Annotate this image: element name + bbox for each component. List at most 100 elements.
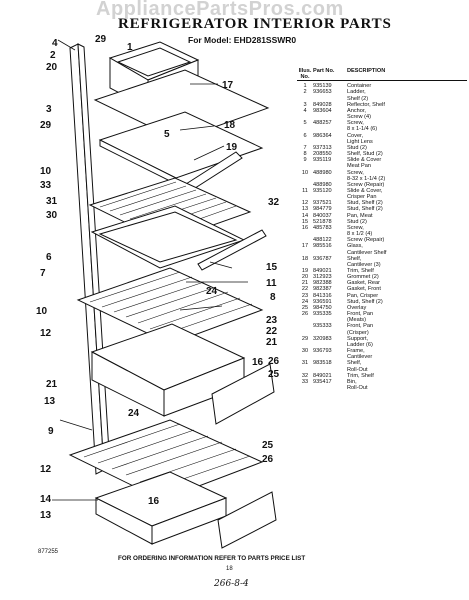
illus-number: 22 bbox=[301, 286, 309, 293]
callout-6: 6 bbox=[46, 252, 52, 263]
callout-25: 25 bbox=[262, 440, 274, 451]
parts-list-header: Illus. No. Part No. DESCRIPTION bbox=[297, 68, 467, 82]
illus-number: 33 bbox=[301, 378, 309, 385]
parts-list-row: 8 x 1-1/4 (6) bbox=[297, 126, 467, 132]
part-description: Screw, bbox=[347, 169, 364, 176]
cantilever-shelf-drawing bbox=[98, 111, 264, 185]
parts-list-row: Light Lens bbox=[297, 139, 467, 145]
part-description: Support, bbox=[347, 335, 369, 342]
part-description: Gasket, Front bbox=[347, 286, 381, 293]
part-description: Gasket, Rear bbox=[347, 280, 380, 287]
callout-26: 26 bbox=[262, 454, 274, 465]
callout-7: 7 bbox=[40, 268, 46, 279]
callout-4: 4 bbox=[52, 38, 58, 49]
illus-number: 6 bbox=[303, 132, 307, 139]
illus-number: 31 bbox=[301, 360, 309, 367]
part-description: Shelf, bbox=[347, 360, 362, 367]
part-description: Cover, bbox=[347, 132, 364, 139]
part-number: 488980 bbox=[313, 169, 332, 176]
callout-24: 24 bbox=[206, 286, 218, 297]
illus-number bbox=[297, 385, 313, 391]
part-description: Ladder, bbox=[347, 89, 366, 96]
part-description: Screw, bbox=[347, 120, 364, 127]
part-number: 936793 bbox=[313, 348, 332, 355]
part-number: 986364 bbox=[313, 132, 332, 139]
part-description: Screw, bbox=[347, 224, 364, 231]
part-description: Stud (2) bbox=[347, 218, 367, 225]
parts-list-row: 8-32 x 1-1/4 (2) bbox=[297, 176, 467, 182]
illus-number: 7 bbox=[303, 144, 307, 151]
illus-number: 14 bbox=[301, 212, 309, 219]
part-number: 485783 bbox=[313, 224, 332, 231]
parts-list-row: 10 488980 Screw, bbox=[297, 170, 467, 176]
illus-number: 12 bbox=[301, 200, 309, 207]
part-description: (Meats) bbox=[347, 317, 366, 324]
part-description: Trim, Shelf bbox=[347, 372, 374, 379]
illus-number: 1 bbox=[303, 83, 307, 90]
parts-list-row: 20 312923 Grommet (2) bbox=[297, 274, 467, 280]
part-description: Grommet (2) bbox=[347, 274, 379, 281]
parts-list-row: 6 986364 Cover, bbox=[297, 133, 467, 139]
part-number: 985516 bbox=[313, 243, 332, 250]
crisper-pan-front-drawing bbox=[211, 363, 275, 425]
part-number: 312923 bbox=[313, 274, 332, 281]
parts-list-row: (Meats) bbox=[297, 317, 467, 323]
illus-number: 20 bbox=[301, 274, 309, 281]
part-description: Glass, bbox=[347, 243, 363, 250]
part-number: 208550 bbox=[313, 151, 332, 158]
part-number: 984750 bbox=[313, 304, 332, 311]
part-description: Cantilever bbox=[347, 354, 373, 361]
part-number: 936787 bbox=[313, 255, 332, 262]
part-number: 937313 bbox=[313, 144, 332, 151]
callout-19: 19 bbox=[226, 142, 238, 153]
parts-list-row: Ladder (6) bbox=[297, 342, 467, 348]
parts-list-row: Roll-Out bbox=[297, 385, 467, 391]
callout-33: 33 bbox=[40, 180, 52, 191]
part-number: 849021 bbox=[313, 372, 332, 379]
ordering-note: FOR ORDERING INFORMATION REFER TO PARTS … bbox=[118, 555, 306, 562]
callout-3: 3 bbox=[46, 104, 52, 115]
illus-number: 10 bbox=[301, 169, 309, 176]
part-description: Crisper Pan bbox=[347, 194, 377, 201]
part-number: 488122 bbox=[313, 237, 332, 244]
callout-labels: 4 2 29 1 20 17 3 29 5 18 19 10 33 31 32 … bbox=[36, 34, 280, 521]
part-number: 849021 bbox=[313, 268, 332, 274]
illus-number: 18 bbox=[301, 255, 309, 262]
callout-32: 32 bbox=[268, 197, 280, 208]
callout-18: 18 bbox=[224, 120, 236, 131]
callout-5: 5 bbox=[164, 129, 170, 140]
parts-list-row: 488980 Screw (Repair) bbox=[297, 182, 467, 188]
part-description: Shelf, Stud (2) bbox=[347, 151, 383, 158]
part-number: 936653 bbox=[313, 89, 332, 96]
part-description: Screw (Repair) bbox=[347, 181, 385, 188]
meat-pan-front-drawing bbox=[217, 491, 277, 549]
callout-20: 20 bbox=[46, 62, 58, 73]
parts-list-row: Crisper Pan bbox=[297, 194, 467, 200]
callout-1: 1 bbox=[127, 42, 133, 53]
part-number: 937521 bbox=[313, 200, 332, 207]
page-title: REFRIGERATOR INTERIOR PARTS bbox=[118, 16, 392, 32]
part-description: Cantilever (3) bbox=[347, 261, 381, 268]
callout-17: 17 bbox=[222, 80, 234, 91]
part-number: 983604 bbox=[313, 107, 332, 114]
parts-list-row: Cantilever (3) bbox=[297, 262, 467, 268]
callout-12: 12 bbox=[40, 464, 52, 475]
part-number: 935119 bbox=[313, 157, 332, 164]
part-description: Cantilever Shelf bbox=[347, 249, 387, 256]
frame-drawing bbox=[90, 205, 246, 269]
part-number: 488980 bbox=[313, 181, 332, 188]
callout-13: 13 bbox=[40, 510, 52, 521]
